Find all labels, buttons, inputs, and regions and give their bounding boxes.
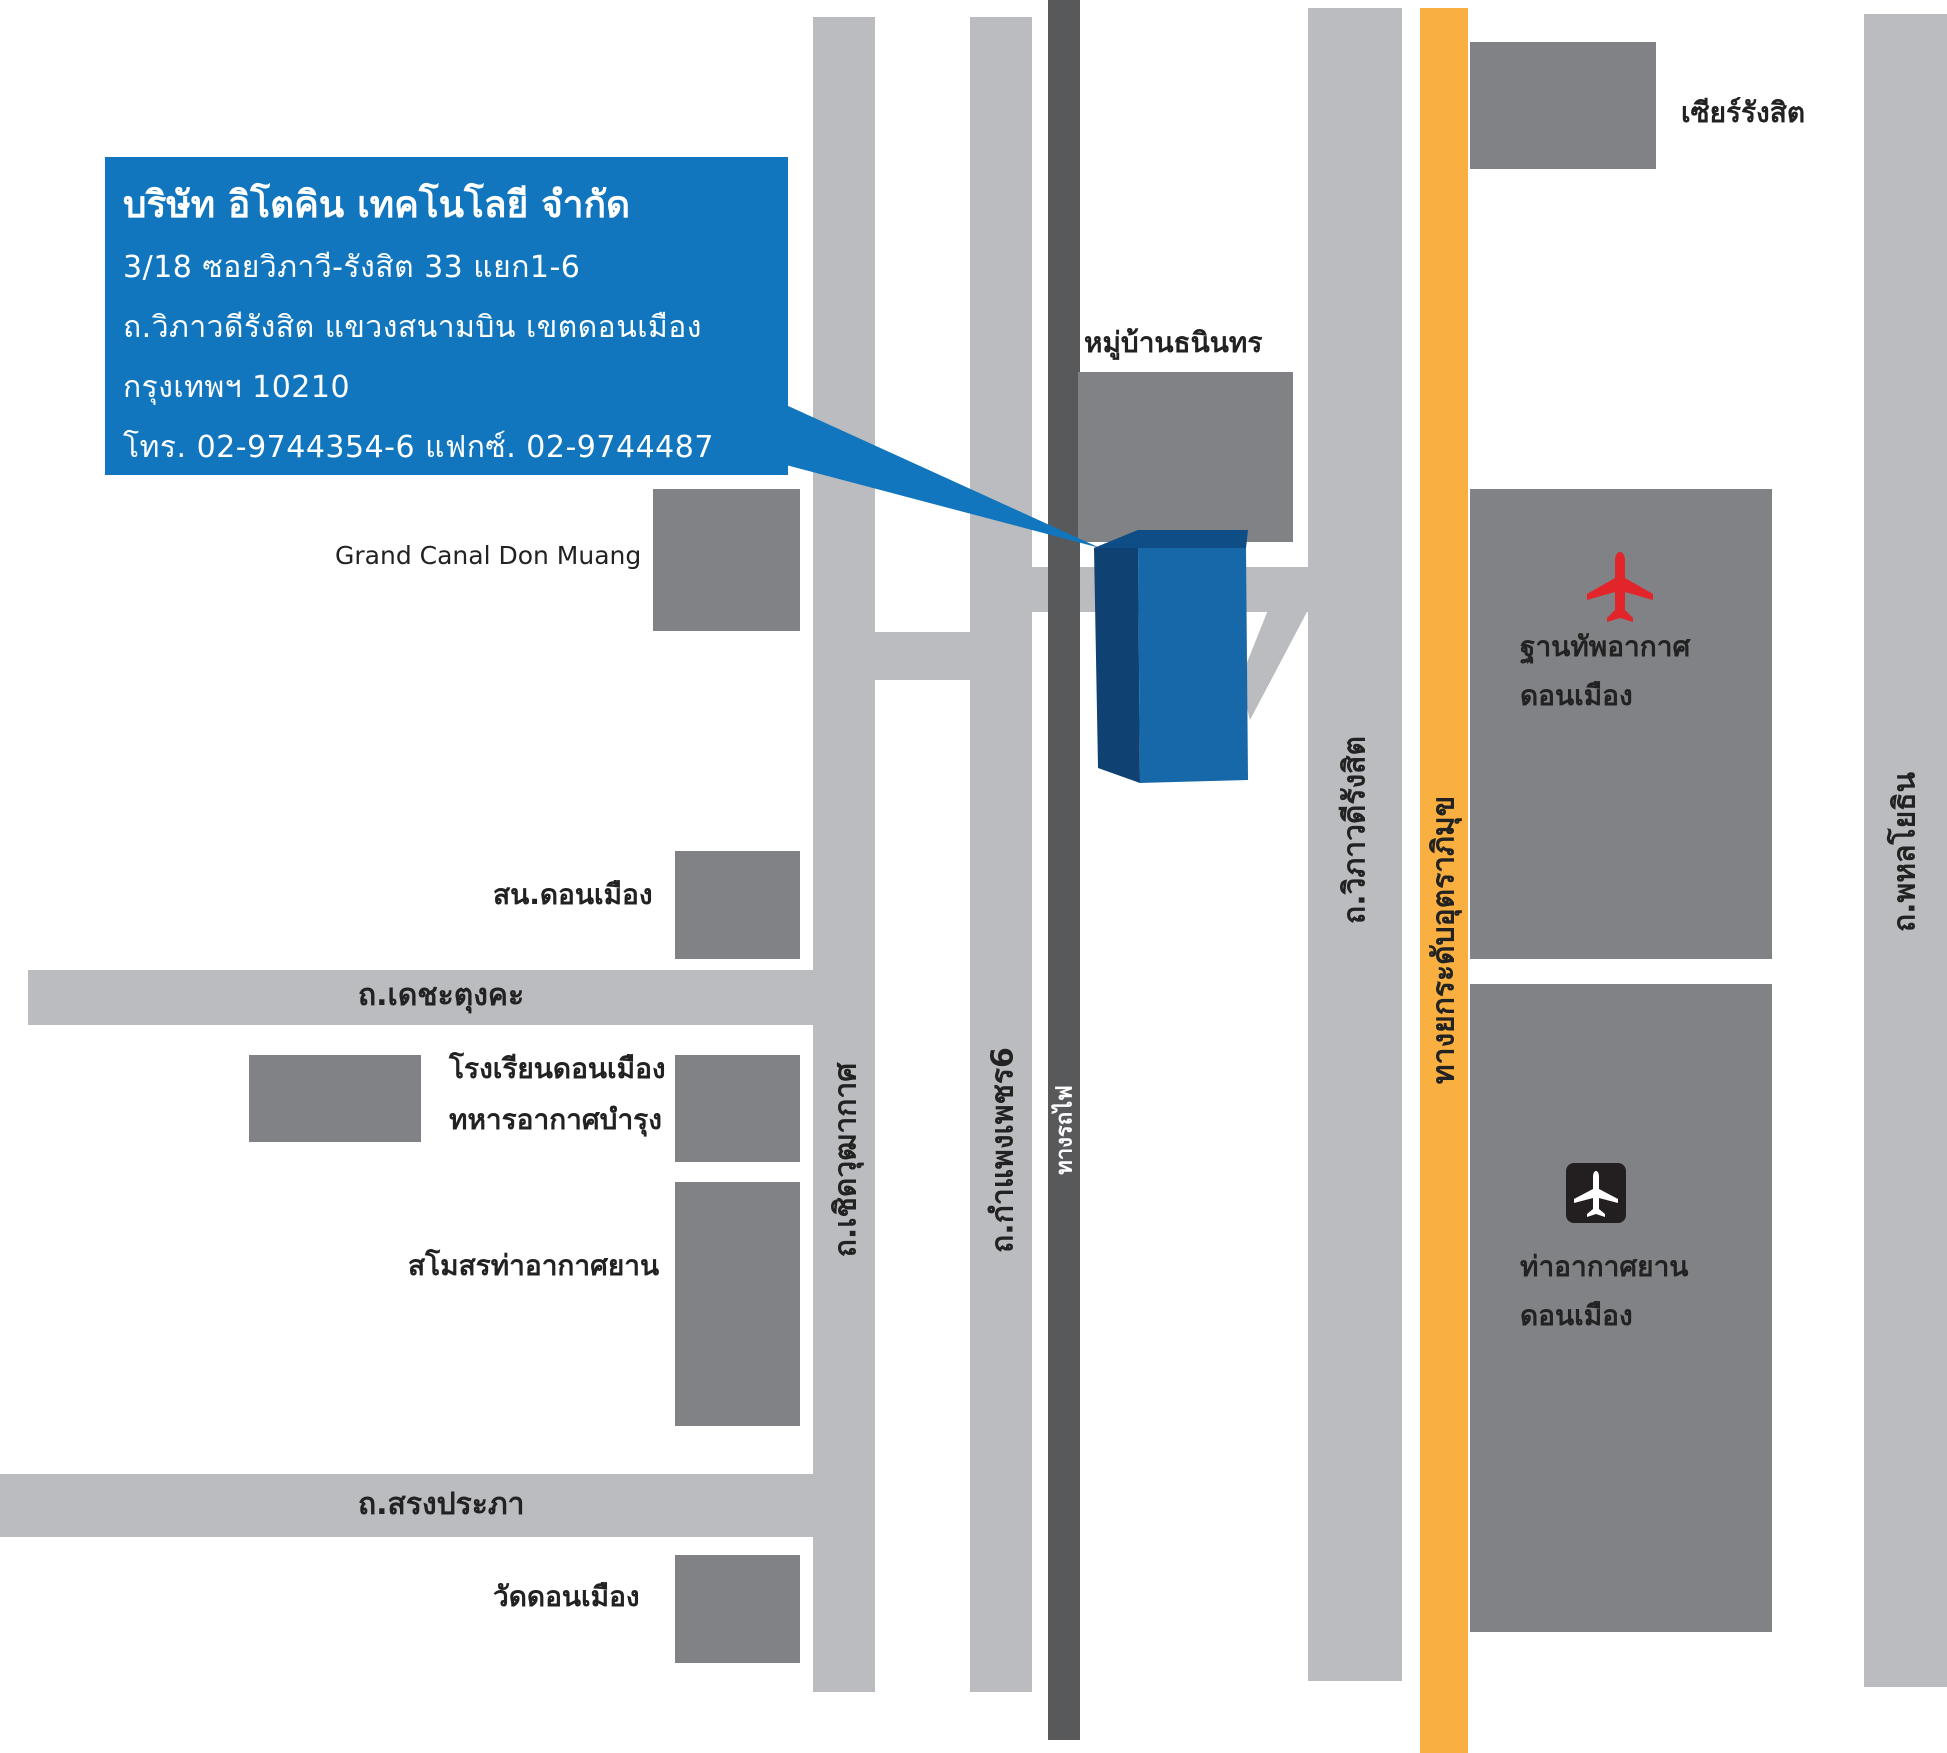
road-dechatungkha <box>28 970 814 1025</box>
company-address-line3: กรุงเทพฯ 10210 <box>123 370 351 405</box>
label-school-1: โรงเรียนดอนเมือง <box>449 1052 666 1085</box>
road-soi-diagonal <box>1240 610 1308 720</box>
label-village: หมู่บ้านธนินทร <box>1084 326 1263 359</box>
uttaraphimuk-expressway <box>1420 8 1468 1753</box>
label-school-2: ทหารอากาศบำรุง <box>449 1103 662 1136</box>
road-phahonyothin <box>1864 14 1947 1687</box>
company-name: บริษัท อิโตคิน เทคโนโลยี จำกัด <box>123 183 631 226</box>
company-address-line2: ถ.วิภาวดีรังสิต แขวงสนามบิน เขตดอนเมือง <box>123 310 702 345</box>
road-kamphaeng-phet-6 <box>970 17 1032 1692</box>
label-vibhavadi: ถ.วิภาวดีรังสิต <box>1337 736 1373 924</box>
label-airport-2: ดอนเมือง <box>1520 1299 1633 1332</box>
block-airport-club <box>675 1182 800 1426</box>
block-temple <box>675 1555 800 1663</box>
label-airport-1: ท่าอากาศยาน <box>1520 1250 1689 1283</box>
label-future-rangsit: เซียร์รังสิต <box>1681 96 1806 129</box>
block-police <box>675 851 800 959</box>
airport-airplane-icon <box>1566 1163 1626 1223</box>
block-future-rangsit <box>1470 42 1656 169</box>
label-railway: ทางรถไฟ <box>1052 1085 1078 1175</box>
company-address-line1: 3/18 ซอยวิภาวี-รังสิต 33 แยก1-6 <box>123 250 581 285</box>
label-dechatungkha: ถ.เดชะตุงคะ <box>358 978 525 1013</box>
label-songprapha: ถ.สรงประภา <box>358 1487 525 1522</box>
company-info-callout: บริษัท อิโตคิน เทคโนโลยี จำกัด 3/18 ซอยว… <box>105 157 788 475</box>
road-choet-wutthakat <box>813 17 875 1692</box>
railway-track <box>1048 0 1080 1740</box>
label-kamphaeng-phet-6: ถ.กำแพงเพชร6 <box>985 1047 1021 1253</box>
company-building-marker <box>1094 530 1248 783</box>
label-airforce-base-1: ฐานทัพอากาศ <box>1520 630 1691 663</box>
label-airport-club: สโมสรท่าอากาศยาน <box>408 1249 660 1282</box>
label-phahonyothin: ถ.พหลโยธิน <box>1887 771 1923 933</box>
road-soi-connector-1 <box>874 632 971 680</box>
block-school-right <box>675 1055 800 1162</box>
road-vibhavadi <box>1308 8 1402 1681</box>
label-airforce-base-2: ดอนเมือง <box>1520 679 1633 712</box>
label-choet-wutthakat: ถ.เชิดวุฒากาศ <box>828 1062 864 1258</box>
block-village <box>1078 372 1293 542</box>
label-grand-canal: Grand Canal Don Muang <box>335 541 642 570</box>
block-school-left <box>249 1055 421 1142</box>
label-uttaraphimuk: ทางยกระดับอุตราภิมุข <box>1426 795 1462 1085</box>
label-police: สน.ดอนเมือง <box>493 878 653 911</box>
block-grand-canal <box>653 489 800 631</box>
company-contact: โทร. 02-9744354-6 แฟกซ์. 02-9744487 <box>123 430 714 465</box>
block-airport <box>1470 984 1772 1632</box>
road-songprapha <box>0 1474 814 1537</box>
label-temple: วัดดอนเมือง <box>493 1580 640 1613</box>
red-airplane-icon <box>1587 552 1653 622</box>
